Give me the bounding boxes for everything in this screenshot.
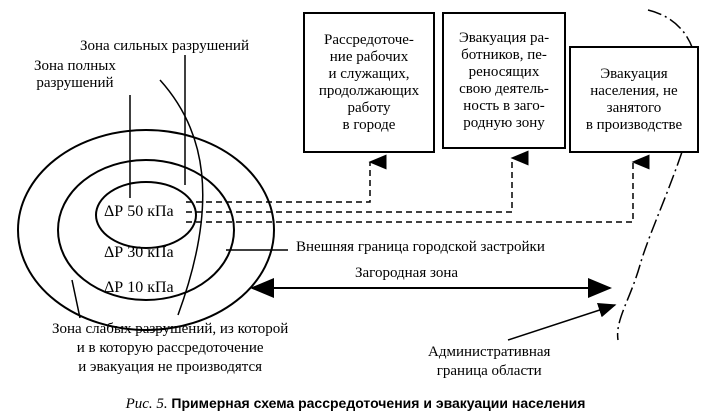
box-workers-evacuation: Эвакуация ра- ботников, пе- реносящих св… bbox=[442, 12, 566, 149]
pressure-outer: ΔР 10 кПа bbox=[104, 279, 174, 296]
box-workers-dispersal: Рассредоточе- ние рабочих и служащих, пр… bbox=[303, 12, 435, 153]
zone-weak-label: Зона слабых разрушений, из которой и в к… bbox=[52, 321, 289, 375]
dashed-connector-3 bbox=[186, 154, 650, 223]
pressure-inner: ΔР 50 кПа bbox=[104, 203, 174, 220]
admin-boundary-curve bbox=[616, 9, 699, 341]
box-workers-dispersal-text: Рассредоточе- ние рабочих и служащих, пр… bbox=[318, 31, 420, 133]
middle-zone-ellipse bbox=[57, 159, 235, 301]
box-population-evacuation-text: Эвакуация населения, не занятого в произ… bbox=[585, 65, 683, 133]
pressure-middle: ΔР 30 кПа bbox=[104, 244, 174, 261]
dashed-connector-1 bbox=[186, 154, 387, 203]
caption-title: Примерная схема рассредоточения и эвакуа… bbox=[171, 395, 586, 411]
zone-strong-label: Зона сильных разрушений bbox=[80, 38, 249, 54]
figure-caption: Рис. 5. Примерная схема рассредоточения … bbox=[0, 394, 711, 413]
dashed-connector-2 bbox=[186, 150, 529, 213]
box-workers-evacuation-text: Эвакуация ра- ботников, пе- реносящих св… bbox=[458, 29, 550, 131]
admin-boundary-pointer bbox=[507, 303, 617, 341]
zone-full-label: Зона полных разрушений bbox=[34, 58, 116, 91]
suburban-zone-label: Загородная зона bbox=[355, 265, 459, 281]
city-boundary-label: Внешняя граница городской застройки bbox=[296, 239, 545, 255]
admin-boundary-label: Административная граница области bbox=[428, 344, 551, 379]
inner-zone-ellipse bbox=[95, 181, 197, 249]
box-population-evacuation: Эвакуация населения, не занятого в произ… bbox=[569, 46, 699, 153]
outer-zone-ellipse bbox=[17, 129, 275, 331]
caption-prefix: Рис. 5. bbox=[125, 396, 168, 412]
